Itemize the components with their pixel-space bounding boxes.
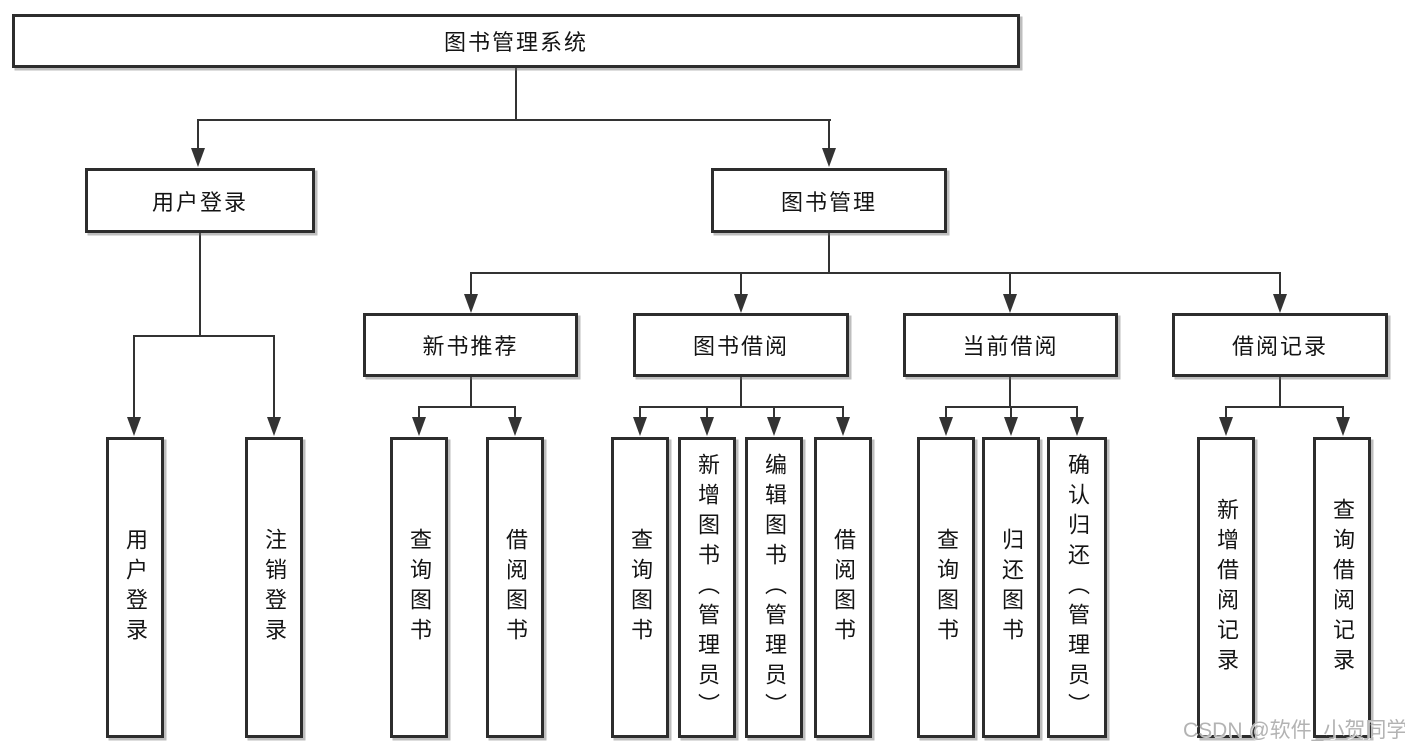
node-borrow-books-label: 借阅图书 [831,527,856,648]
connector-newbook-stem [470,272,472,298]
node-current-borrowing: 当前借阅 [903,313,1118,377]
connector-mgmt-stem [828,233,830,274]
node-user-login-branch-label: 用户登录 [151,189,248,215]
connector-current-stem [1009,272,1011,298]
arrowhead-book-mgmt [822,148,836,167]
arrowhead-g3-leaf1 [633,417,647,436]
node-borrow-books-recommend: 借阅图书 [486,437,544,738]
node-add-books-admin-label: 新增图书（管理员） [695,452,720,723]
node-confirm-return-admin: 确认归还（管理员） [1047,437,1107,738]
connector-mgmt-bar [470,272,1281,274]
arrowhead-g4-leaf3 [1070,417,1084,436]
connector-g2-stem [470,377,472,408]
node-query-books-current: 查询图书 [917,437,975,738]
node-user-login-label: 用户登录 [123,527,148,648]
connector-g3-leaf3-stem [773,406,775,420]
node-logout: 注销登录 [245,437,303,738]
node-new-book-recommend-label: 新书推荐 [422,334,519,359]
connector-g3-leaf4-stem [842,406,844,420]
node-current-borrowing-label: 当前借阅 [962,334,1059,359]
arrowhead-g5-leaf2 [1336,417,1350,436]
node-user-login: 用户登录 [106,437,164,738]
node-book-management: 图书管理 [711,168,947,233]
connector-g2-bar [418,406,516,408]
arrowhead-g4-leaf1 [939,417,953,436]
node-add-books-admin: 新增图书（管理员） [678,437,736,738]
watermark: CSDN @软件_小贺同学 [1183,719,1405,742]
connector-root-bar [197,119,831,121]
arrowhead-user-login [191,148,205,167]
connector-g4-stem [1009,377,1011,408]
node-borrow-records-label: 借阅记录 [1231,334,1328,359]
arrowhead-g3-leaf4 [836,417,850,436]
connector-borrowing-stem [740,272,742,298]
node-query-books-recommend: 查询图书 [390,437,448,738]
connector-g3-leaf1-stem [639,406,641,420]
node-root-label: 图书管理系统 [443,30,588,55]
node-borrow-books: 借阅图书 [814,437,872,738]
node-query-borrow-record: 查询借阅记录 [1313,437,1371,738]
connector-root-stem [515,68,517,121]
node-book-borrowing-label: 图书借阅 [692,334,789,359]
arrowhead-g4-leaf2 [1004,417,1018,436]
connector-g5-stem [1279,377,1281,408]
arrowhead-g5-leaf1 [1219,417,1233,436]
node-query-borrow-record-label: 查询借阅记录 [1330,497,1355,678]
connector-login-group-stem [199,233,201,337]
node-confirm-return-admin-label: 确认归还（管理员） [1065,452,1090,723]
node-add-borrow-record: 新增借阅记录 [1197,437,1255,738]
connector-g4-leaf2-stem [1010,406,1012,420]
node-edit-books-admin: 编辑图书（管理员） [745,437,803,738]
connector-g5-bar [1225,406,1344,408]
node-query-books-borrowing-label: 查询图书 [628,527,653,648]
node-query-books-current-label: 查询图书 [934,527,959,648]
arrowhead-g2-leaf2 [508,417,522,436]
arrowhead-g3-leaf3 [767,417,781,436]
node-return-books-label: 归还图书 [999,527,1024,648]
node-root: 图书管理系统 [12,14,1020,68]
arrowhead-records [1273,294,1287,313]
connector-g3-stem [740,377,742,408]
arrowhead-g3-leaf2 [700,417,714,436]
arrowhead-borrowing [734,294,748,313]
node-new-book-recommend: 新书推荐 [363,313,578,377]
connector-g2-leaf2-stem [514,406,516,420]
node-borrow-books-recommend-label: 借阅图书 [503,527,528,648]
connector-records-stem [1279,272,1281,298]
connector-g5-leaf1-stem [1225,406,1227,420]
node-user-login-branch: 用户登录 [85,168,315,233]
connector-login-group-bar [133,335,275,337]
arrowhead-g2-leaf1 [412,417,426,436]
connector-g4-leaf1-stem [945,406,947,420]
node-return-books: 归还图书 [982,437,1040,738]
connector-user-login-stem [197,119,199,151]
connector-g5-leaf2-stem [1342,406,1344,420]
node-book-borrowing: 图书借阅 [633,313,849,377]
connector-g4-leaf3-stem [1076,406,1078,420]
node-borrow-records: 借阅记录 [1172,313,1388,377]
connector-g3-leaf2-stem [706,406,708,420]
node-query-books-borrowing: 查询图书 [611,437,669,738]
arrowhead-login-leaf2 [267,417,281,436]
node-add-borrow-record-label: 新增借阅记录 [1214,497,1239,678]
node-logout-label: 注销登录 [262,527,287,648]
connector-g3-bar [639,406,844,408]
connector-book-mgmt-stem [828,119,830,151]
arrowhead-current [1003,294,1017,313]
arrowhead-login-leaf1 [127,417,141,436]
connector-login-leaf1-stem [133,335,135,420]
node-edit-books-admin-label: 编辑图书（管理员） [762,452,787,723]
node-book-management-label: 图书管理 [780,189,877,215]
node-query-books-recommend-label: 查询图书 [407,527,432,648]
arrowhead-newbook [464,294,478,313]
connector-g2-leaf1-stem [418,406,420,420]
connector-login-leaf2-stem [273,335,275,420]
